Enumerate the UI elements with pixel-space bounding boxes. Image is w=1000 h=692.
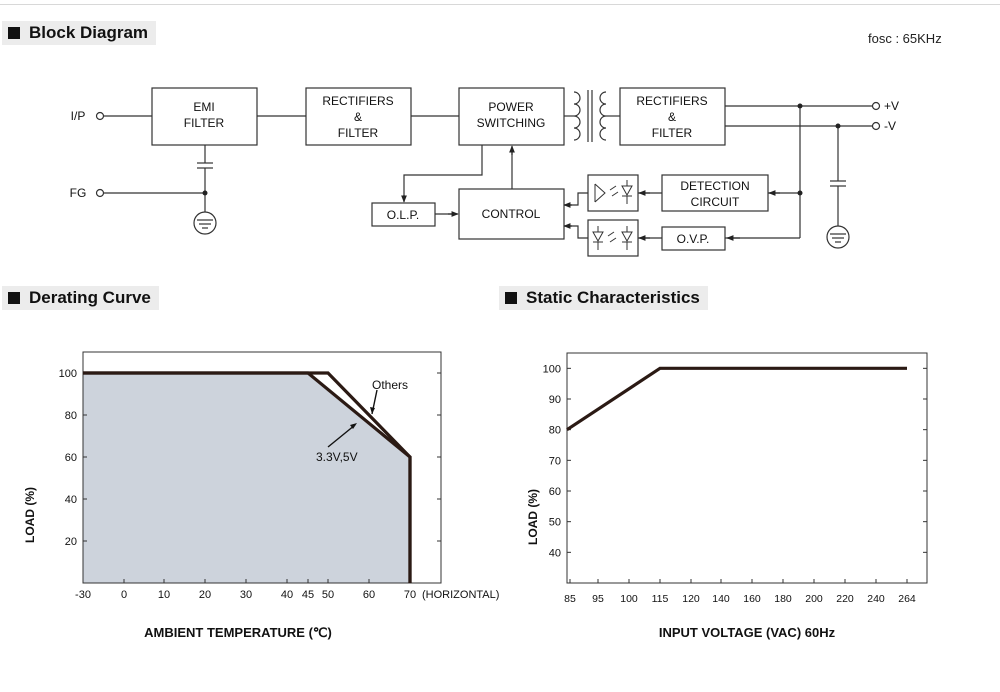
derating-ylabel: LOAD (%) <box>23 487 37 543</box>
olp-label: O.L.P. <box>387 208 419 222</box>
derating-x-tick-label: 70 <box>404 589 416 601</box>
rect1-label-1: RECTIFIERS <box>322 94 393 108</box>
static-heading: Static Characteristics <box>499 286 708 310</box>
detection-label-1: DETECTION <box>680 179 749 193</box>
derating-y-tick-label: 100 <box>59 368 77 380</box>
static-x-tick-label: 85 <box>564 593 576 605</box>
derating-annotation-arrow <box>350 423 357 429</box>
static-x-tick-label: 115 <box>652 593 669 605</box>
optocoupler-icon <box>594 180 633 204</box>
static-plot-frame <box>566 352 928 584</box>
derating-annotation-leader <box>371 389 378 415</box>
static-y-tick-label: 60 <box>549 486 561 498</box>
output-pos-label: +V <box>884 99 899 113</box>
static-x-tick-label: 220 <box>836 593 854 605</box>
static-x-tick-label: 264 <box>898 593 916 605</box>
derating-annotation-leader <box>327 424 356 448</box>
heading-square-icon <box>505 292 517 304</box>
top-divider <box>0 4 1000 5</box>
fg-label: FG <box>70 186 87 200</box>
static-y-tick-label: 90 <box>549 394 561 406</box>
derating-shaded-area <box>83 373 410 583</box>
static-xlabel: INPUT VOLTAGE (VAC) 60Hz <box>659 625 836 640</box>
derating-xlabel: AMBIENT TEMPERATURE (℃) <box>144 625 332 640</box>
rect2-label-1: RECTIFIERS <box>636 94 707 108</box>
heading-square-icon <box>8 27 20 39</box>
power-label-2: SWITCHING <box>477 116 546 130</box>
derating-y-tick-label: 20 <box>65 536 77 548</box>
static-y-tick-label: 100 <box>543 363 561 375</box>
static-ylabel: LOAD (%) <box>526 489 540 545</box>
heading-square-icon <box>8 292 20 304</box>
static-x-tick-label: 180 <box>774 593 792 605</box>
static-x-tick-label: 120 <box>682 593 700 605</box>
derating-x-tick-label: 50 <box>322 589 334 601</box>
detection-label-2: CIRCUIT <box>691 195 740 209</box>
static-x-tick-label: 200 <box>805 593 823 605</box>
block-diagram: I/P FG EMI FILTER RECTIFIERS & FILTER PO… <box>70 87 899 257</box>
derating-plot-frame <box>82 351 442 584</box>
derating-series-label: Others <box>372 378 408 392</box>
rect1-label-2: & <box>354 110 362 124</box>
static-y-tick-label: 70 <box>549 455 561 467</box>
control-label: CONTROL <box>482 207 541 221</box>
static-x-tick-label: 160 <box>743 593 761 605</box>
derating-y-tick-label: 60 <box>65 452 77 464</box>
derating-x-tick-label: 60 <box>363 589 375 601</box>
rect1-label-3: FILTER <box>338 126 379 140</box>
static-x-tick-label: 95 <box>592 593 604 605</box>
derating-series-line <box>83 371 412 583</box>
static-title: Static Characteristics <box>526 288 700 307</box>
block-diagram-heading: Block Diagram <box>2 21 157 45</box>
derating-heading: Derating Curve <box>2 286 159 310</box>
fosc-label: fosc : 65KHz <box>868 31 942 46</box>
static-y-tick-label: 50 <box>549 517 561 529</box>
optocoupler-icon <box>592 226 633 250</box>
emi-label-1: EMI <box>193 100 214 114</box>
ip-label: I/P <box>71 109 86 123</box>
static-y-tick-label: 40 <box>549 547 561 559</box>
derating-series-line <box>83 371 412 583</box>
derating-annotation-arrow <box>370 407 375 414</box>
derating-x-tick-label: 30 <box>240 589 252 601</box>
derating-xlabel-suffix: (HORIZONTAL) <box>422 589 499 601</box>
derating-x-tick-label: 20 <box>199 589 211 601</box>
static-series-line <box>566 366 907 432</box>
block-diagram-title: Block Diagram <box>29 23 149 42</box>
derating-x-tick-label: 0 <box>121 589 127 601</box>
derating-title: Derating Curve <box>29 288 151 307</box>
rect2-label-3: FILTER <box>652 126 693 140</box>
ovp-label: O.V.P. <box>677 232 710 246</box>
derating-series-label: 3.3V,5V <box>316 450 358 464</box>
static-x-tick-label: 100 <box>620 593 638 605</box>
emi-label-2: FILTER <box>184 116 225 130</box>
power-label-1: POWER <box>488 100 534 114</box>
output-neg-label: -V <box>884 119 896 133</box>
rect2-label-2: & <box>668 110 676 124</box>
derating-x-tick-label: 40 <box>281 589 293 601</box>
static-x-tick-label: 240 <box>867 593 885 605</box>
derating-x-tick-label: 45 <box>302 589 314 601</box>
static-y-tick-label: 80 <box>549 425 561 437</box>
derating-x-tick-label: 10 <box>158 589 170 601</box>
derating-y-tick-label: 40 <box>65 494 77 506</box>
derating-y-tick-label: 80 <box>65 410 77 422</box>
static-x-tick-label: 140 <box>712 593 730 605</box>
derating-x-tick-label: -30 <box>75 589 91 601</box>
